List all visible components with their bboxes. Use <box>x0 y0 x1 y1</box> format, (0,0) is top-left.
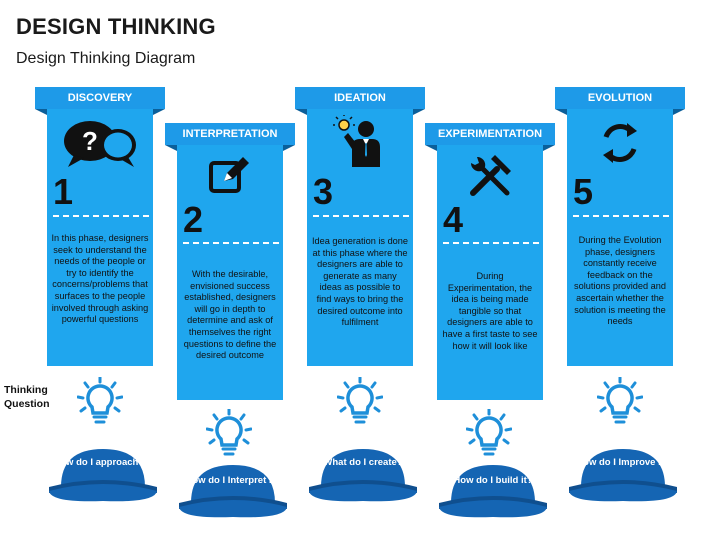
stage-number: 4 <box>443 199 464 240</box>
hat-icon <box>569 449 677 502</box>
stage-card <box>567 87 673 366</box>
stage-tab-experimentation: EXPERIMENTATION <box>425 123 555 151</box>
stage-description: With the desirable, envisioned success e… <box>183 269 277 361</box>
question-hat-1: How do I approach it? <box>47 443 159 509</box>
question-hat-4: How do I build it? <box>437 459 549 525</box>
lightbulb-icon <box>597 377 643 424</box>
question-chat-icon: ? <box>47 119 153 174</box>
stage-description: During Experimentation, the idea is bein… <box>442 271 538 351</box>
stage-description: Idea generation is done at this phase wh… <box>311 236 409 328</box>
idea-person-icon <box>307 113 413 174</box>
stage-number: 3 <box>313 171 334 212</box>
divider <box>443 242 539 244</box>
hat-icon <box>439 465 547 518</box>
lightbulb-icon <box>77 377 123 424</box>
tools-icon <box>437 153 543 202</box>
stage-number: 2 <box>183 199 204 240</box>
question-text: How do I approach it? <box>53 457 153 468</box>
stage-card <box>177 123 283 400</box>
stage-tab-discovery: DISCOVERY <box>35 87 165 115</box>
divider <box>53 215 149 217</box>
question-text: How do I Improve it? <box>576 457 670 468</box>
stage-description: In this phase, designers seek to underst… <box>51 233 149 325</box>
lightbulb-icon <box>337 377 383 424</box>
lightbulb-icon <box>466 409 512 456</box>
stage-tab-ideation: IDEATION <box>295 87 425 115</box>
page-title: DESIGN THINKING <box>16 14 216 39</box>
divider <box>183 242 279 244</box>
divider <box>313 215 409 217</box>
lightbulb-icon <box>206 409 252 456</box>
stage-number: 1 <box>53 171 74 212</box>
svg-text:?: ? <box>82 126 98 156</box>
edit-note-icon <box>177 155 283 202</box>
stage-number: 5 <box>573 171 594 212</box>
thinking-question-label: Thinking Question <box>4 384 50 410</box>
question-hat-5: How do I Improve it? <box>567 443 679 509</box>
stage-description: During the Evolution phase, designers co… <box>574 235 666 327</box>
hat-icon <box>179 465 287 518</box>
stage-card <box>437 123 543 400</box>
hat-icon <box>309 449 417 502</box>
stage-tab-evolution: EVOLUTION <box>555 87 685 115</box>
hat-icon <box>49 449 157 502</box>
stage-tab-interpretation: INTERPRETATION <box>165 123 295 151</box>
question-text: What do I create? <box>323 457 403 468</box>
divider <box>573 215 669 217</box>
refresh-icon <box>567 121 673 170</box>
question-text: How do I build it? <box>453 475 533 486</box>
question-hat-2: How do I Interpret it? <box>177 459 289 525</box>
question-text: How do I Interpret it? <box>185 475 281 486</box>
page-subtitle: Design Thinking Diagram <box>16 50 196 67</box>
question-hat-3: What do I create? <box>307 443 419 509</box>
